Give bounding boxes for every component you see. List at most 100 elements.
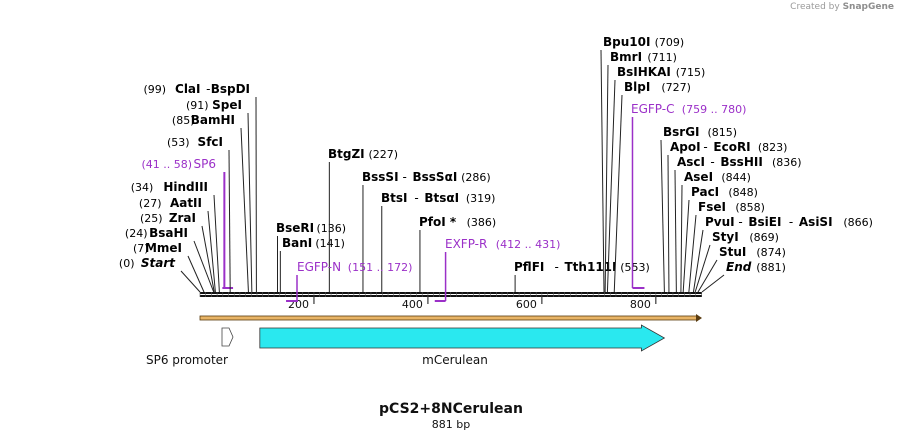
blpi-site-line <box>613 94 623 293</box>
asci-label-2: BssHII <box>720 155 762 169</box>
hindiii-position: (34) <box>131 181 154 194</box>
pvui-label-3: AsiSI <box>799 215 833 229</box>
bamhi-label: BamHI <box>191 113 235 127</box>
egfp-c-position: (759 .. 780) <box>682 103 747 116</box>
bsahi-label: BsaHI <box>149 226 188 240</box>
btsi-label: BtsI <box>381 191 408 205</box>
end-position: (881) <box>756 261 786 274</box>
apoi-site-line <box>667 154 670 293</box>
strand-arrow-head <box>696 314 702 322</box>
clai-position: (99) <box>144 83 167 96</box>
styi-position: (869) <box>749 231 779 244</box>
aatii-label: AatII <box>170 196 202 210</box>
bpu10i-site-line <box>600 49 605 293</box>
ruler-label: 800 <box>630 298 651 311</box>
clai-label: ClaI <box>175 82 200 96</box>
bsssi-label: BssSI <box>362 170 399 184</box>
plasmid-length: 881 bp <box>431 418 471 431</box>
styi-site-line <box>694 244 711 293</box>
apoi-label-2: EcoRI <box>713 140 750 154</box>
btgzi-label: BtgZI <box>328 147 365 161</box>
bsahi-site-line <box>193 240 215 293</box>
sfci-position: (53) <box>167 136 190 149</box>
spei-label: SpeI <box>212 98 242 112</box>
end-label: End <box>726 260 752 274</box>
btsi-label-2: BtsαI <box>424 191 459 205</box>
mcerulean-label: mCerulean <box>422 353 488 367</box>
ruler-label: 200 <box>288 298 309 311</box>
stui-site-line <box>697 259 718 293</box>
fsei-site-line <box>688 214 697 293</box>
zrai-position: (25) <box>140 212 163 225</box>
asci-dash: - <box>710 155 714 169</box>
pvui-site-line <box>692 229 704 293</box>
mmei-label: MmeI <box>145 241 182 255</box>
bani-position: (141) <box>315 237 345 250</box>
bsrgi-position: (815) <box>708 126 738 139</box>
snapgene-watermark: Created by SnapGene <box>790 2 894 12</box>
bsrgi-site-line <box>660 139 665 293</box>
asei-position: (844) <box>721 171 751 184</box>
plasmid-name: pCS2+8NCerulean <box>379 401 523 417</box>
paci-position: (848) <box>728 186 758 199</box>
zrai-site-line <box>201 225 215 293</box>
bslhkai-label: BsIHKAI <box>617 65 671 79</box>
clai-dash: - <box>206 82 210 96</box>
pflfi-label: PflFI <box>514 260 544 274</box>
bseri-position: (136) <box>317 222 347 235</box>
apoi-dash: - <box>703 140 707 154</box>
blpi-label: BlpI <box>624 80 650 94</box>
bslhkai-site-line <box>606 79 616 293</box>
bpu10i-label: Bpu10I <box>603 35 650 49</box>
bani-label: BanI <box>282 236 312 250</box>
zrai-label: ZraI <box>169 211 196 225</box>
aatii-position: (27) <box>139 197 162 210</box>
sp6-position: (41 .. 58) <box>142 158 193 171</box>
exfp-r-position: (412 .. 431) <box>496 238 561 251</box>
bslhkai-position: (715) <box>676 66 706 79</box>
asci-site-line <box>674 169 677 293</box>
apoi-position: (823) <box>758 141 788 154</box>
pvui-label-2: BsiEI <box>748 215 781 229</box>
sfci-label: SfcI <box>198 135 223 149</box>
spei-site-line <box>247 112 253 293</box>
watermark-prefix: Created by <box>790 2 840 12</box>
bamhi-position: (85) <box>172 114 195 127</box>
blpi-position: (727) <box>661 81 691 94</box>
bmri-label: BmrI <box>610 50 642 64</box>
sp6-promoter-arrow <box>221 327 234 347</box>
pfoi-position: (386) <box>467 216 497 229</box>
pvui-dash: - <box>738 215 742 229</box>
apoi-label: ApoI <box>670 140 701 154</box>
asci-position: (836) <box>772 156 802 169</box>
ruler-label: 400 <box>402 298 423 311</box>
start-site-line <box>180 270 201 293</box>
start-label: Start <box>141 256 176 270</box>
pvui-dash-2: - <box>789 215 793 229</box>
hindiii-site-line <box>213 194 220 293</box>
spei-position: (91) <box>186 99 209 112</box>
sp6-label: SP6 <box>194 157 217 171</box>
asci-label: AscI <box>677 155 705 169</box>
snapgene-logo: SnapGene <box>842 2 894 12</box>
ruler-label: 600 <box>516 298 537 311</box>
bmri-site-line <box>604 64 609 293</box>
pfoi-label: PfoI * <box>419 215 457 229</box>
pvui-label: PvuI <box>705 215 735 229</box>
paci-label: PacI <box>691 185 719 199</box>
bmri-position: (711) <box>647 51 677 64</box>
asei-site-line <box>680 184 683 293</box>
aatii-site-line <box>207 210 216 293</box>
btsi-position: (319) <box>466 192 496 205</box>
egfp-n-position: (151 .. 172) <box>348 261 413 274</box>
bsssi-position: (286) <box>461 171 491 184</box>
bsrgi-label: BsrGI <box>663 125 700 139</box>
bsssi-label-2: BssSαI <box>413 170 458 184</box>
bpu10i-position: (709) <box>655 36 685 49</box>
exfp-r-label: EXFP-R <box>445 237 487 251</box>
egfp-n-label: EGFP-N <box>297 260 341 274</box>
bsahi-position: (24) <box>125 227 148 240</box>
egfp-c-label: EGFP-C <box>631 102 674 116</box>
bamhi-site-line <box>240 127 249 293</box>
